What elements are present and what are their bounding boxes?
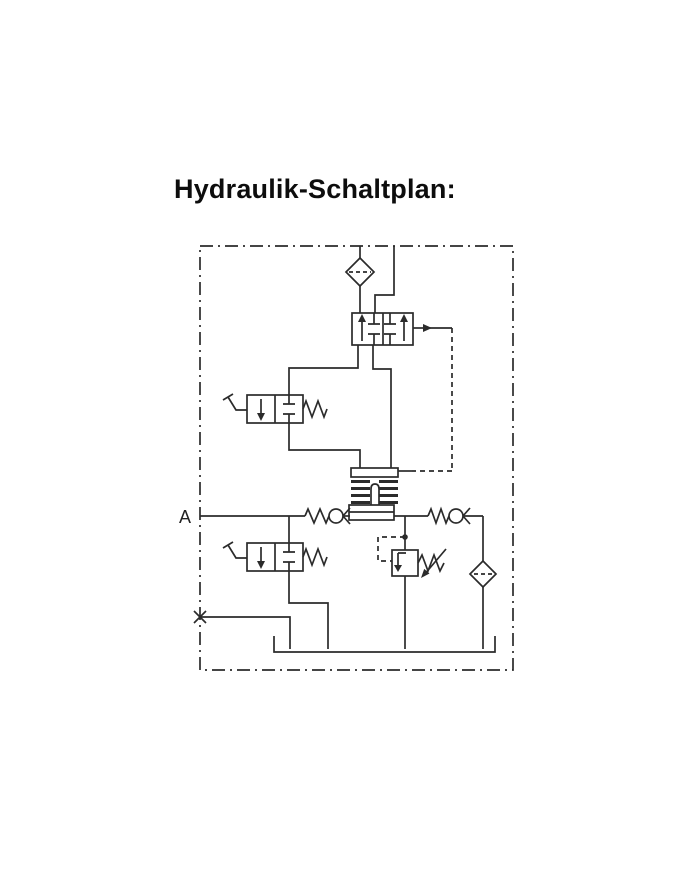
check-valve-left-icon (304, 506, 351, 526)
hand-lever-valve-lower-icon (222, 516, 329, 649)
supply-line-top (374, 246, 395, 313)
port-a-label: A (179, 507, 191, 527)
breather-filter-top-icon (344, 246, 376, 313)
check-valve-right-icon (427, 506, 471, 526)
pilot-line (398, 328, 453, 472)
tank-manifold (273, 636, 496, 653)
valve-connection-lines (288, 345, 392, 468)
pilot-selector-valve-icon (351, 312, 452, 346)
pressure-relief-valve-icon (377, 516, 447, 649)
return-filter-icon (468, 516, 498, 649)
page-title: Hydraulik-Schaltplan: (174, 174, 456, 204)
system-boundary (199, 245, 514, 671)
multi-disc-brake-icon (348, 467, 399, 521)
hand-lever-valve-upper-icon (222, 393, 361, 468)
plugged-test-port-icon (193, 610, 291, 649)
port-a-line: A (179, 507, 483, 527)
